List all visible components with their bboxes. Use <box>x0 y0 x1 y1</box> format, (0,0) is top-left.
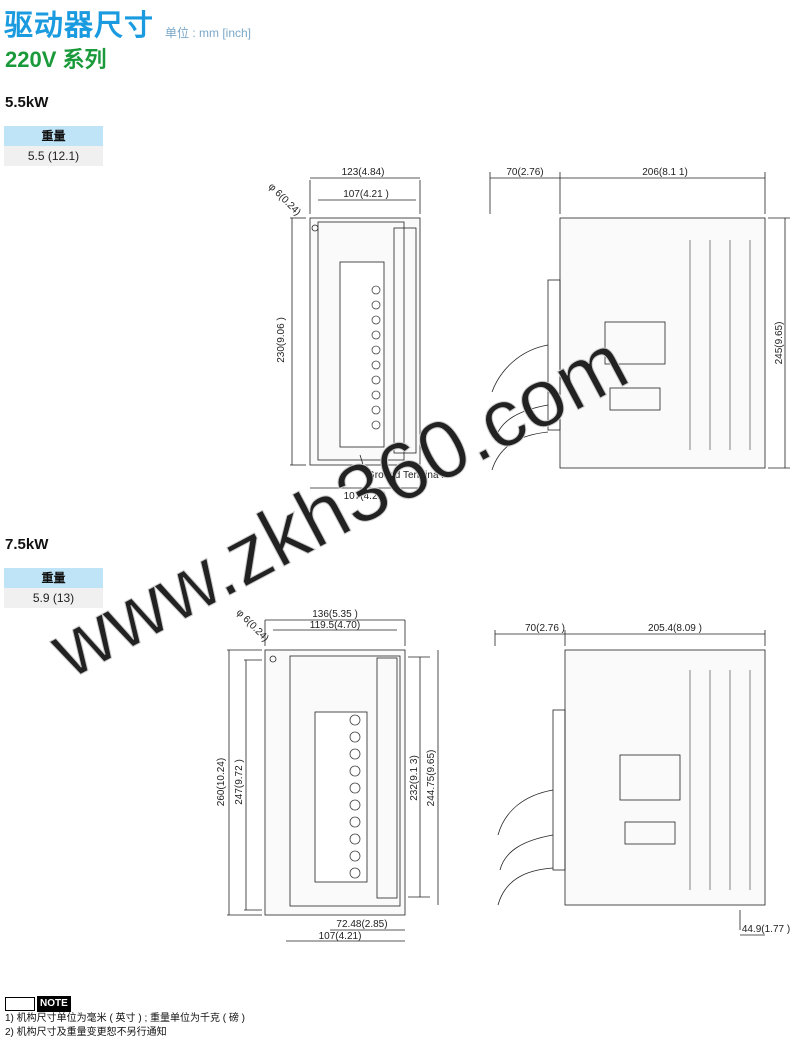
ground-terminal-label: Ground Termina l <box>367 470 444 481</box>
note-line: 1) 机构尺寸单位为毫米 ( 英寸 ) ; 重量单位为千克 ( 磅 ) <box>5 1013 245 1024</box>
dim-bottom: 107(4.21) <box>319 931 362 942</box>
weight-value: 5.5 (12.1) <box>4 146 103 166</box>
side-view-7kw <box>494 630 766 936</box>
unit-label: 单位 : mm [inch] <box>165 26 252 40</box>
dim-height: 230(9.06 ) <box>276 317 287 363</box>
weight-header: 重量 <box>4 568 103 588</box>
weight-table: 重量 5.9 (13) <box>4 568 103 608</box>
weight-value: 5.9 (13) <box>4 588 103 608</box>
dim-width-mount: 119.5(4.70) <box>310 620 360 631</box>
front-view-5kw <box>290 177 421 489</box>
dim-height-a: 247(9.72 ) <box>234 759 245 805</box>
dim-bottom: 107(4.21) <box>344 491 387 502</box>
dim-depth: 205.4(8.09 ) <box>648 623 702 634</box>
dim-depth: 206(8.1 1) <box>642 167 688 178</box>
dim-width-total: 123(4.84) <box>342 167 385 178</box>
dim-hole: φ 6(0.24) <box>266 181 303 218</box>
dim-bottom-a: 72.48(2.85) <box>336 919 387 930</box>
dim-bottom: 44.9(1.77 ) <box>742 924 790 935</box>
note-icon <box>5 997 35 1011</box>
front-view-7kw <box>227 619 439 942</box>
model-title: 7.5kW <box>5 536 49 553</box>
dim-height-b: 232(9.1 3) <box>409 755 420 801</box>
dim-height-total: 260(10.24) <box>216 758 227 806</box>
dim-height-c: 244.75(9.65) <box>426 750 437 807</box>
page-title: 驱动器尺寸 <box>4 10 155 42</box>
series-title: 220V 系列 <box>5 47 107 72</box>
dim-width-mount: 107(4.21 ) <box>343 189 389 200</box>
side-view-5kw <box>489 172 790 471</box>
weight-header: 重量 <box>4 126 103 146</box>
model-title: 5.5kW <box>5 94 49 111</box>
note-section: NOTE 1) 机构尺寸单位为毫米 ( 英寸 ) ; 重量单位为千克 ( 磅 )… <box>5 996 245 1040</box>
note-line: 2) 机构尺寸及重量变更恕不另行通知 <box>5 1027 167 1038</box>
dim-height: 245(9.65) <box>774 322 785 365</box>
weight-table: 重量 5.5 (12.1) <box>4 126 103 166</box>
note-badge: NOTE <box>37 996 71 1012</box>
dim-width-total: 136(5.35 ) <box>312 609 358 620</box>
dim-depth-front: 70(2.76) <box>506 167 543 178</box>
dim-depth-front: 70(2.76 ) <box>525 623 565 634</box>
